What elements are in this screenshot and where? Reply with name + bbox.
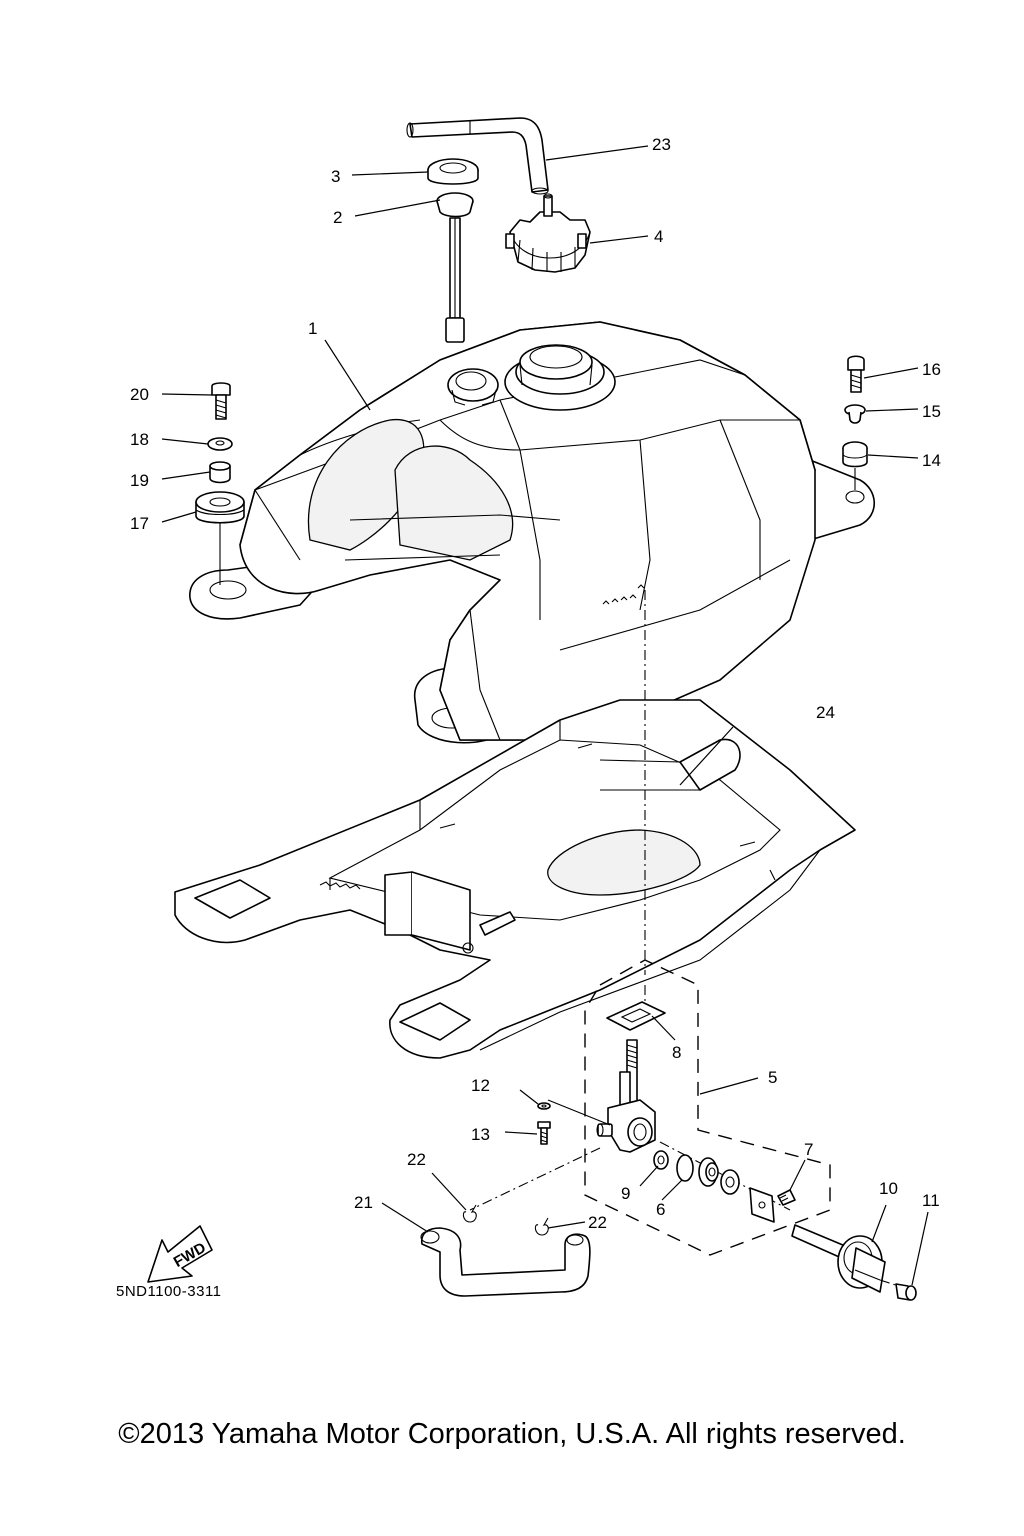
fuel-sender — [436, 192, 474, 343]
callout-16: 16 — [922, 360, 941, 379]
right-mount-hardware — [842, 355, 868, 490]
diagram-code: 5ND1100-3311 — [116, 1283, 222, 1300]
callout-15: 15 — [922, 402, 941, 421]
gasket — [606, 1001, 666, 1031]
cock-lever — [791, 1224, 886, 1293]
fuel-cock — [596, 1039, 656, 1153]
fwd-arrow-icon: FWD — [147, 1225, 213, 1283]
callout-24: 24 — [816, 703, 835, 722]
fuel-cap — [505, 193, 591, 273]
callout-4: 4 — [654, 227, 663, 246]
callout-22-lower: 22 — [588, 1213, 607, 1232]
callout-19: 19 — [130, 471, 149, 490]
callout-14: 14 — [922, 451, 941, 470]
callout-20: 20 — [130, 385, 149, 404]
callout-8: 8 — [672, 1043, 681, 1062]
breather-hose — [406, 117, 549, 195]
lever-screw — [879, 1279, 917, 1301]
callout-9: 9 — [621, 1184, 630, 1203]
callout-3: 3 — [331, 167, 340, 186]
callout-12: 12 — [471, 1076, 490, 1095]
callout-21: 21 — [354, 1193, 373, 1212]
fuel-tank — [189, 321, 875, 744]
callout-labels: 1 2 3 4 5 6 7 8 9 10 11 12 13 14 15 16 1… — [130, 135, 941, 1232]
callout-6: 6 — [656, 1200, 665, 1219]
callout-13: 13 — [471, 1125, 490, 1144]
callout-10: 10 — [879, 1179, 898, 1198]
seal-ring — [427, 158, 479, 185]
callout-2: 2 — [333, 208, 342, 227]
callout-11: 11 — [922, 1191, 940, 1210]
callout-5: 5 — [768, 1068, 777, 1087]
cock-bolt — [537, 1099, 611, 1145]
copyright-notice: ©2013 Yamaha Motor Corporation, U.S.A. A… — [118, 1418, 906, 1450]
fuel-hose — [420, 1147, 601, 1297]
callout-22-upper: 22 — [407, 1150, 426, 1169]
left-mount-hardware — [195, 382, 245, 585]
fuel-cock-assembly-box — [584, 959, 831, 1256]
callout-1: 1 — [308, 319, 317, 338]
callout-18: 18 — [130, 430, 149, 449]
callout-7: 7 — [804, 1140, 813, 1159]
tank-bottom-cover — [174, 699, 856, 1059]
cock-internal-parts — [653, 1150, 796, 1223]
callout-23: 23 — [652, 135, 671, 154]
leader-lines — [161, 145, 929, 1286]
callout-17: 17 — [130, 514, 149, 533]
